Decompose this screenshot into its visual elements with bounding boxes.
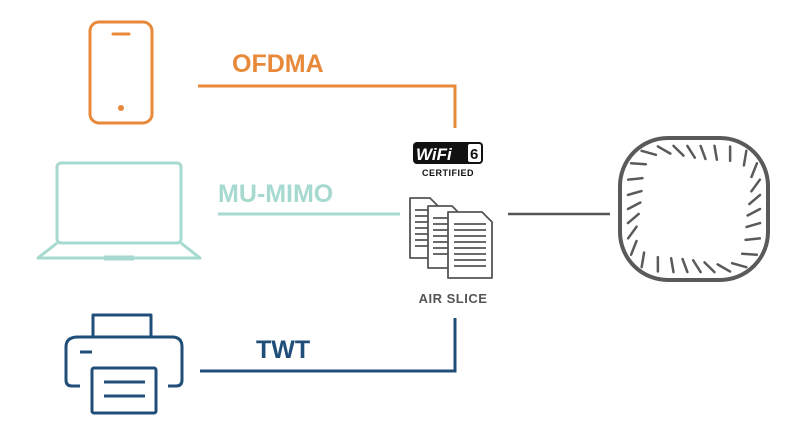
printer-icon [64,313,184,415]
access-point-rim-tick [742,149,748,167]
laptop-icon [36,161,202,261]
access-point-rim-tick [640,149,658,157]
access-point-rim-tick [713,144,719,161]
access-point-icon [618,136,770,282]
mumimo-label: MU-MIMO [218,180,333,208]
access-point-rim-tick [626,225,638,240]
wifi-logo-text: WiFi [416,145,453,164]
access-point-rim-tick [626,189,643,197]
access-point-rim-tick [730,261,748,269]
twt-label: TWT [256,336,310,364]
access-point-rim-tick [691,259,702,274]
access-point-rim-tick [745,221,762,229]
access-point-rim-tick [626,176,644,181]
access-point-rim-tick [640,251,646,269]
twt-connector [200,318,457,373]
wifi6-certified-badge: WiFi 6 CERTIFIED [413,142,483,178]
ofdma-connector [198,84,457,128]
certified-label: CERTIFIED [422,168,474,178]
access-point-rim-tick [750,162,759,179]
access-point-rim-tick [716,263,732,273]
access-point-rim-tick [699,144,707,161]
documents-stack-icon [409,197,493,279]
ofdma-label: OFDMA [232,50,324,78]
access-point-rim-tick [656,145,672,155]
access-point-rim-tick [672,144,685,157]
access-point-rim-tick [746,207,762,217]
air-slice-label: AIR SLICE [419,291,488,306]
access-point-rim-tick [744,237,762,242]
access-point-rim-tick [626,201,642,211]
access-point-rim-tick [740,252,759,256]
access-point-rim-tick [748,193,762,206]
access-point-rim-tick [669,257,675,274]
wifi-version-number: 6 [470,146,478,163]
access-point-rim-tick [703,261,716,274]
access-point-rim-tick [629,162,648,166]
access-point-rim-tick [626,212,640,225]
access-point-rim-tick [750,178,762,193]
access-point-rim-tick [686,144,697,159]
smartphone-icon [88,20,154,125]
access-point-rim-tick [629,239,638,256]
access-point-rim-tick [681,257,689,274]
